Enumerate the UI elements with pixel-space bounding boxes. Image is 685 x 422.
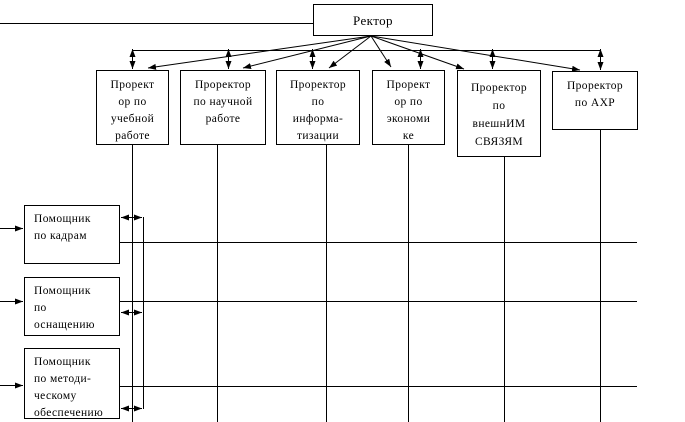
arrow-rector-economics (370, 35, 392, 68)
arrow-rector-ahr (370, 35, 581, 72)
box-vice-rector-informatization: Проректор по информа- тизации (276, 70, 360, 145)
box-vice-rector-ahr: Проректор по АХР (552, 71, 638, 130)
arrow-rector-informatization (328, 35, 372, 69)
arrow-rector-academic (147, 35, 372, 70)
box-assistant-methodology: Помощник по методи- ческому обеспечению (24, 348, 120, 419)
arrow-rector-science (242, 35, 372, 69)
box-vice-rector-economics: Прорект ор по экономи ке (372, 70, 445, 145)
box-vice-rector-science: Проректор по научной работе (180, 70, 266, 145)
box-assistant-equipment: Помощник по оснащению (24, 277, 120, 336)
box-vice-rector-external-relations: Проректор по внешнИМ СВЯЗЯМ (457, 70, 541, 157)
box-rector: Ректор (313, 4, 433, 36)
arrow-rector-external-relations (370, 35, 465, 70)
box-vice-rector-academic: Прорект ор по учебной работе (96, 70, 169, 145)
box-assistant-personnel: Помощник по кадрам (24, 205, 120, 264)
